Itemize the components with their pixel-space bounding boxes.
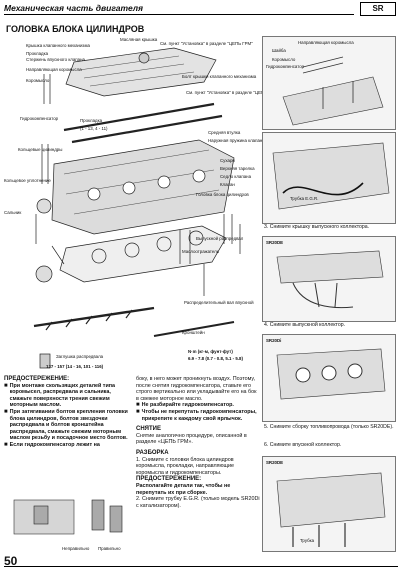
label-korom: Коромысло <box>26 78 50 83</box>
header-title: Механическая часть двигателя <box>4 3 144 13</box>
warning-block: ПРЕДОСТЕРЕЖЕНИЕ: ■При монтаже скользящих… <box>4 376 132 449</box>
rlabel-sr20di: SR20Di <box>266 338 282 343</box>
label-torque-1: N·m (кг-м, фунт-фут) <box>188 349 233 354</box>
rlabel-truba: Трубка <box>300 538 315 543</box>
removal-title: СНЯТИЕ <box>136 426 161 433</box>
label-maslo-kryshka: Масляная крышка <box>120 37 158 42</box>
exhaust-manifold-diagram <box>262 236 396 322</box>
intake-diagram-sr20de <box>262 456 396 552</box>
label-salnik: Сальник <box>4 210 22 215</box>
label-klapan: Клапан <box>220 182 235 187</box>
warning-item-1: При монтаже скользящих деталей типа коро… <box>9 382 116 409</box>
page-header: Механическая часть двигателя SR <box>0 0 402 18</box>
removal-text: Снятие аналогично процедуре, описанной в… <box>136 432 247 446</box>
rlabel-gidro: Гидрокомпенсатор <box>266 64 305 69</box>
label-kolc-cilind: Кольцевые цилиндры <box>18 147 63 152</box>
label-grp-a: (1 - 13, 4 - 11) <box>80 126 108 131</box>
label-sm-punkt-1: См. пункт "Установка" в разделе "ЦЕПЬ ГР… <box>160 41 253 46</box>
bullet-icon: ■ <box>4 408 8 415</box>
step-6: 6. Снимите впускной коллектор. <box>264 442 342 448</box>
label-right: Правильно <box>98 546 121 551</box>
section-badge: SR <box>360 2 396 16</box>
rlabel-napr-korom: Направляющая коромысла <box>298 40 354 45</box>
label-gidro: Гидрокомпенсатор <box>20 116 59 121</box>
rlabel-shaiba: Шайба <box>272 48 286 53</box>
step-4: 4. Снимите выпускной коллектор. <box>264 322 346 328</box>
label-kronsh: Кронштейн <box>182 330 205 335</box>
header-rule <box>4 14 354 15</box>
label-torque-2: 137 - 157 (14 - 16, 101 - 116) <box>46 364 104 369</box>
bullet-icon: ■ <box>136 408 140 415</box>
disassembly-warn-title: ПРЕДОСТЕРЕЖЕНИЕ: <box>136 476 202 483</box>
no-disassemble: Не разбирайте гидрокомпенсатор. <box>141 402 234 409</box>
label-vypusk: Выпускной распредвал <box>196 236 244 241</box>
continuation-text: боку, в него может проникнуть воздух. По… <box>136 376 257 402</box>
label-ratio: 6.9 - 7.8 (0.7 - 0.8, 5.1 - 5.8) <box>188 356 243 361</box>
label-naruzh-pruzhina: Наружная пружина клапана <box>208 138 265 143</box>
bullet-icon: ■ <box>136 402 140 409</box>
bullet-icon: ■ <box>4 382 8 389</box>
rocker-diagram <box>262 36 396 130</box>
step-5: 5. Снимите сборку топливопровода (только… <box>264 424 394 430</box>
label-maslootr: Маслоотражатель <box>182 249 220 254</box>
section-title: ГОЛОВКА БЛОКА ЦИЛИНДРОВ <box>6 24 145 34</box>
label-napr-korom: Направляющая коромысла <box>26 67 82 72</box>
keep-order: Чтобы не перепутать гидрокомпенсаторы, п… <box>141 408 257 422</box>
middle-column: боку, в него может проникнуть воздух. По… <box>136 376 260 509</box>
step-3: 3. Снимите крышку выпускного коллектора. <box>264 224 370 230</box>
label-verh-tarelka: Верхняя тарелка <box>220 166 255 171</box>
label-sredn-vtulka: Средняя втулка <box>208 130 241 135</box>
egr-tube-diagram <box>262 132 396 224</box>
bullet-icon: ■ <box>4 441 8 448</box>
warning-item-2: При затягивании болтов крепления головки… <box>9 408 128 442</box>
page-number: 50 <box>4 554 18 568</box>
label-sedlo: Седло клапана <box>220 174 252 179</box>
bottom-rule <box>4 566 398 567</box>
intake-diagram-sr20di <box>262 334 396 422</box>
label-kryshka-klap: Крышка клапанного механизма <box>26 43 90 48</box>
lifter-illustration <box>4 492 132 552</box>
label-suhari: Сухари <box>220 158 235 163</box>
rlabel-sr20de-2: SR20DE <box>266 460 284 465</box>
disassembly-warn-text: Располагайте детали так, чтобы не перепу… <box>136 482 231 496</box>
disassembly-step-2: 2. Снимите трубку E.G.R. (только модель … <box>136 496 260 509</box>
disassembly-step-1: 1. Снимите с головки блока цилиндров кор… <box>136 456 234 476</box>
cylinder-head-exploded-diagram <box>33 47 241 369</box>
rlabel-sr20de-1: SR20DE <box>266 240 284 245</box>
label-golovka-bloka: Головка блока цилиндров <box>196 192 249 197</box>
label-kolc-uplot: Кольцевое уплотнение <box>4 178 51 183</box>
rlabel-korom: Коромысло <box>272 57 296 62</box>
disassembly-title: РАЗБОРКА <box>136 449 169 456</box>
label-bolt-kryshka: Болт крышки клапанного механизма <box>182 74 257 79</box>
warning-title: ПРЕДОСТЕРЕЖЕНИЕ: <box>4 376 70 382</box>
label-prokladka-1: Прокладка <box>26 51 49 56</box>
label-sterzh: Стержень впускного клапана <box>26 57 85 62</box>
rlabel-truba-egr: Трубка E.G.R. <box>290 196 319 201</box>
warning-item-3: Если гидрокомпенсатор лежит на <box>9 441 100 448</box>
label-sm-zatyazh: См. пункт "Установка" в разделе "ЦЕПЬ ГР… <box>186 90 279 95</box>
label-zaglushka: Заглушка распредвала <box>56 354 104 359</box>
label-wrong: Неправильно <box>62 546 90 551</box>
label-prokladka-m: Прокладка <box>80 118 103 123</box>
label-raspr-val: Распределительный вал впускной <box>184 300 254 305</box>
